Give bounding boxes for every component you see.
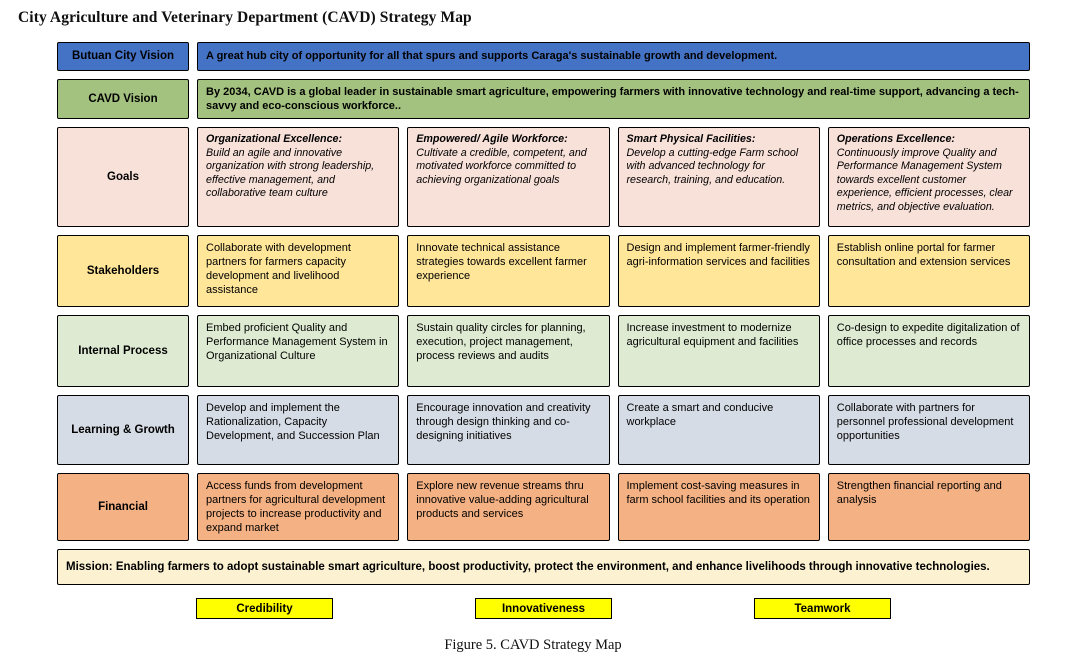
- value-innovativeness: Innovativeness: [475, 598, 612, 620]
- stakeholders-cell-4: Establish online portal for farmer consu…: [827, 235, 1030, 308]
- goal-cell-operations-excellence: Operations Excellence: Continuously impr…: [827, 127, 1030, 228]
- row-label-stakeholders: Stakeholders: [57, 235, 189, 308]
- goal-body: Build an agile and innovative organizati…: [206, 146, 375, 200]
- internal-process-cell-3: Increase investment to modernize agricul…: [617, 315, 820, 388]
- learning-growth-cell-4: Collaborate with partners for personnel …: [827, 395, 1030, 466]
- goal-heading: Smart Physical Facilities:: [626, 133, 756, 146]
- financial-cell-1: Access funds from development partners f…: [197, 473, 400, 542]
- goal-cell-empowered-agile-workforce: Empowered/ Agile Workforce: Cultivate a …: [407, 127, 610, 228]
- financial-cell-4: Strengthen financial reporting and analy…: [827, 473, 1030, 542]
- row-label-goals: Goals: [57, 127, 189, 228]
- value-teamwork: Teamwork: [754, 598, 891, 620]
- goal-body: Cultivate a credible, competent, and mot…: [416, 146, 587, 186]
- stakeholders-cell-3: Design and implement farmer-friendly agr…: [617, 235, 820, 308]
- row-label-cavd-vision: CAVD Vision: [57, 79, 189, 120]
- page-title: City Agriculture and Veterinary Departme…: [18, 9, 472, 26]
- internal-process-cell-2: Sustain quality circles for planning, ex…: [407, 315, 610, 388]
- financial-cell-2: Explore new revenue streams thru innovat…: [407, 473, 610, 542]
- learning-growth-cell-3: Create a smart and conducive workplace: [617, 395, 820, 466]
- goal-cell-smart-physical-facilities: Smart Physical Facilities: Develop a cut…: [617, 127, 820, 228]
- goal-cell-organizational-excellence: Organizational Excellence: Build an agil…: [197, 127, 400, 228]
- stakeholders-cell-1: Collaborate with development partners fo…: [197, 235, 400, 308]
- internal-process-cell-4: Co-design to expedite digitalization of …: [827, 315, 1030, 388]
- core-values-row: Credibility Innovativeness Teamwork: [57, 598, 1030, 620]
- butuan-vision-text: A great hub city of opportunity for all …: [197, 42, 1030, 71]
- internal-process-cell-1: Embed proficient Quality and Performance…: [197, 315, 400, 388]
- strategy-map-grid: Butuan City Vision A great hub city of o…: [57, 42, 1030, 586]
- value-credibility: Credibility: [196, 598, 333, 620]
- goal-heading: Empowered/ Agile Workforce:: [416, 133, 568, 146]
- row-label-butuan-city-vision: Butuan City Vision: [57, 42, 189, 71]
- goal-heading: Organizational Excellence:: [206, 133, 343, 146]
- goal-body: Continuously improve Quality and Perform…: [836, 146, 1013, 213]
- row-label-financial: Financial: [57, 473, 189, 542]
- figure-caption: Figure 5. CAVD Strategy Map: [444, 637, 622, 654]
- goal-body: Develop a cutting-edge Farm school with …: [626, 146, 799, 186]
- row-label-learning-growth: Learning & Growth: [57, 395, 189, 466]
- goal-heading: Operations Excellence:: [836, 133, 955, 146]
- row-label-internal-process: Internal Process: [57, 315, 189, 388]
- stakeholders-cell-2: Innovate technical assistance strategies…: [407, 235, 610, 308]
- learning-growth-cell-1: Develop and implement the Rationalizatio…: [197, 395, 400, 466]
- learning-growth-cell-2: Encourage innovation and creativity thro…: [407, 395, 610, 466]
- financial-cell-3: Implement cost-saving measures in farm s…: [617, 473, 820, 542]
- cavd-vision-text: By 2034, CAVD is a global leader in sust…: [197, 79, 1030, 120]
- mission-statement: Mission: Enabling farmers to adopt susta…: [57, 549, 1030, 586]
